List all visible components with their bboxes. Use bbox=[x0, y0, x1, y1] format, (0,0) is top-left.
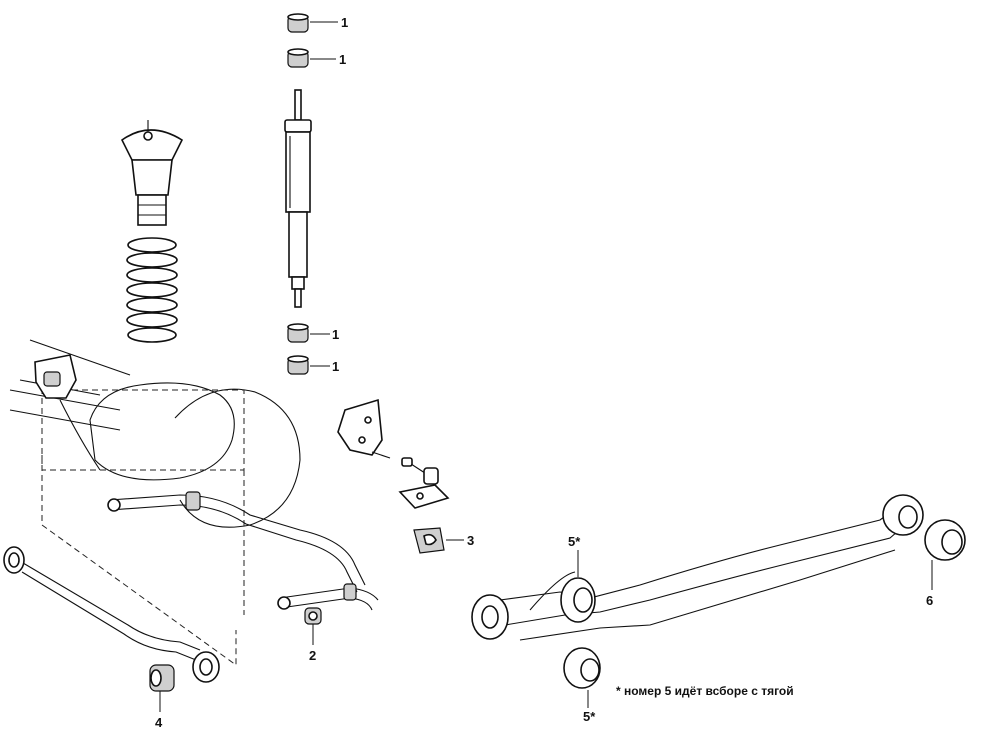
callout-4: 4 bbox=[155, 715, 163, 730]
stabilizer-bushing-2 bbox=[304, 607, 322, 625]
axle-bump-stop-bracket bbox=[34, 354, 77, 399]
arm-bushing-6 bbox=[924, 519, 966, 561]
stabilizer-mount-bracket bbox=[337, 398, 391, 459]
link-bushing-4 bbox=[149, 664, 175, 692]
callout-1-second: 1 bbox=[339, 52, 346, 67]
bushing-top-1 bbox=[287, 13, 309, 33]
stabilizer-bar bbox=[107, 491, 379, 611]
callout-2: 2 bbox=[309, 648, 316, 663]
callout-3: 3 bbox=[467, 533, 474, 548]
callout-5-arm: 5* bbox=[568, 534, 581, 549]
callout-1-third: 1 bbox=[332, 327, 339, 342]
callout-5-loose: 5* bbox=[583, 709, 596, 724]
bushing-bottom-1 bbox=[287, 323, 309, 343]
assembly-guide-lines bbox=[41, 455, 245, 666]
lower-link-arm bbox=[3, 546, 220, 683]
trailing-control-arm bbox=[471, 494, 924, 641]
leader-lines bbox=[159, 21, 933, 712]
bushing-bottom-2 bbox=[287, 355, 309, 375]
arm-bushing-5-loose bbox=[563, 647, 601, 689]
callout-1-top: 1 bbox=[341, 15, 348, 30]
stabilizer-bushing-3 bbox=[413, 527, 445, 554]
callout-1-bottom: 1 bbox=[332, 359, 339, 374]
coil-spring bbox=[126, 237, 178, 343]
bushing-top-2 bbox=[287, 48, 309, 68]
shock-absorber bbox=[284, 89, 312, 308]
spring-seat-bump-stop bbox=[120, 120, 184, 226]
rear-axle-housing bbox=[9, 339, 301, 528]
callout-6: 6 bbox=[926, 593, 933, 608]
stabilizer-link bbox=[398, 457, 450, 509]
assembly-footnote: * номер 5 идёт всборе с тягой bbox=[616, 684, 794, 698]
